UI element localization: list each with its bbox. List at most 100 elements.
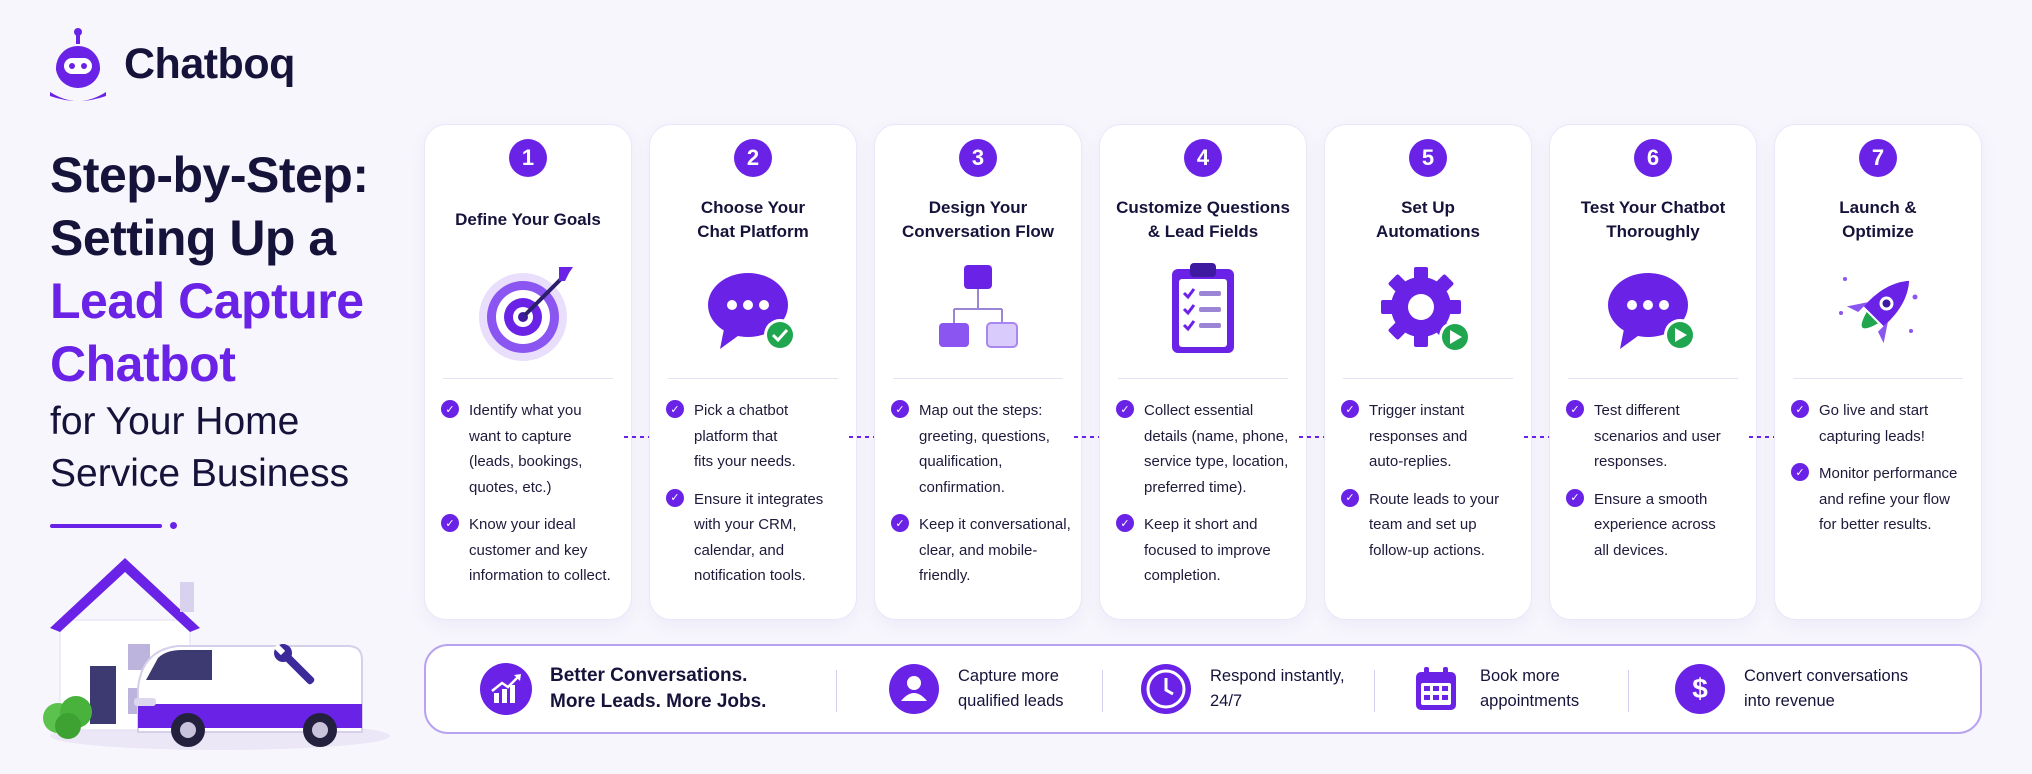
benefit-item: Respond instantly, 24/7	[1140, 646, 1345, 732]
chat-bubble-play-icon	[1608, 273, 1696, 351]
flowchart-icon	[939, 265, 1018, 348]
bush-icon	[43, 696, 92, 739]
dollar-icon: $	[1675, 664, 1725, 714]
list-item: ✓Identify what you want to capture (lead…	[441, 398, 621, 500]
headline-line-5: for Your Home	[50, 400, 300, 443]
benefit-text: Better Conversations. More Leads. More J…	[550, 665, 767, 712]
check-icon: ✓	[1116, 514, 1134, 532]
headline: Step-by-Step: Setting Up a Lead Capture …	[50, 144, 400, 500]
brand: Chatboq	[46, 26, 295, 102]
step-title: Launch & Optimize	[1839, 198, 1917, 241]
card-divider	[1568, 378, 1738, 379]
card-divider	[893, 378, 1063, 379]
check-icon: ✓	[1341, 400, 1359, 418]
step-title: Choose Your Chat Platform	[697, 198, 809, 241]
card-divider	[1343, 378, 1513, 379]
list-item: ✓Pick a chatbot platform that fits your …	[666, 398, 846, 475]
check-icon: ✓	[1566, 488, 1584, 507]
list-item: ✓Go live and start capturing leads!	[1791, 398, 1971, 449]
svg-text:$: $	[1692, 673, 1708, 704]
benefit-item: $ Convert conversations into revenue	[1674, 646, 1908, 732]
step-number-badge: 2	[734, 139, 772, 177]
list-item: ✓Ensure it integrates with your CRM, cal…	[666, 487, 846, 589]
headline-underline-dot	[170, 522, 177, 529]
headline-line-1: Step-by-Step:	[50, 147, 369, 203]
step-title: Define Your Goals	[455, 210, 601, 229]
step-card-5: 5 Set Up Automations ✓Trigger instant re…	[1324, 124, 1532, 620]
benefit-text: Capture more qualified leads	[958, 667, 1064, 710]
card-divider	[1118, 378, 1288, 379]
list-item: ✓Know your ideal customer and key inform…	[441, 512, 621, 589]
headline-line-2: Setting Up a	[50, 210, 336, 266]
headline-underline	[50, 524, 162, 528]
step-bullets: ✓Go live and start capturing leads! ✓Mon…	[1791, 398, 1971, 550]
step-bullets: ✓Collect essential details (name, phone,…	[1116, 398, 1296, 601]
step-title: Test Your Chatbot Thoroughly	[1580, 198, 1726, 241]
growth-chart-icon	[480, 663, 532, 715]
clock-icon	[1141, 664, 1191, 714]
step-card-2: 2 Choose Your Chat Platform ✓Pick a chat…	[649, 124, 857, 620]
headline-line-4: Chatbot	[50, 336, 236, 392]
benefit-text: Respond instantly, 24/7	[1210, 667, 1345, 710]
check-icon: ✓	[441, 514, 459, 532]
list-item: ✓Keep it short and focused to improve co…	[1116, 512, 1296, 589]
chat-bubble-check-icon	[708, 273, 796, 351]
step-card-6: 6 Test Your Chatbot Thoroughly ✓Test dif…	[1549, 124, 1757, 620]
van-icon	[134, 645, 363, 747]
home-service-illustration	[43, 558, 390, 750]
step-card-4: 4 Customize Questions & Lead Fields ✓Col…	[1099, 124, 1307, 620]
step-number-badge: 7	[1859, 139, 1897, 177]
step-number-badge: 1	[509, 139, 547, 177]
step-title: Design Your Conversation Flow	[901, 198, 1055, 241]
benefit-divider	[1628, 670, 1629, 712]
step-card-7: 7 Launch & Optimize ✓Go live and start c…	[1774, 124, 1982, 620]
step-number-badge: 5	[1409, 139, 1447, 177]
step-number-badge: 3	[959, 139, 997, 177]
benefit-divider	[1102, 670, 1103, 712]
check-icon: ✓	[891, 400, 909, 418]
user-icon	[889, 664, 939, 714]
clipboard-checklist-icon	[1172, 263, 1234, 353]
wrench-icon	[273, 643, 315, 685]
benefit-divider	[1374, 670, 1375, 712]
card-divider	[668, 378, 838, 379]
benefit-text: Convert conversations into revenue	[1744, 667, 1909, 710]
check-icon: ✓	[891, 514, 909, 532]
step-bullets: ✓Identify what you want to capture (lead…	[441, 398, 621, 601]
brand-name: Chatboq	[124, 39, 295, 88]
headline-line-6: Service Business	[50, 452, 350, 495]
target-icon	[479, 267, 573, 361]
list-item: ✓Keep it conversational, clear, and mobi…	[891, 512, 1071, 589]
benefit-text: Book more appointments	[1480, 667, 1580, 710]
list-item: ✓Ensure a smooth experience across all d…	[1566, 487, 1746, 564]
list-item: ✓Collect essential details (name, phone,…	[1116, 398, 1296, 500]
list-item: ✓Monitor performance and refine your flo…	[1791, 461, 1971, 538]
check-icon: ✓	[441, 400, 459, 418]
check-icon: ✓	[1116, 400, 1134, 418]
benefit-item: Better Conversations. More Leads. More J…	[480, 646, 766, 732]
list-item: ✓Trigger instant responses and auto-repl…	[1341, 398, 1521, 475]
step-title: Customize Questions & Lead Fields	[1116, 198, 1290, 241]
list-item: ✓Map out the steps: greeting, questions,…	[891, 398, 1071, 500]
step-bullets: ✓Test different scenarios and user respo…	[1566, 398, 1746, 575]
check-icon: ✓	[1341, 488, 1359, 507]
check-icon: ✓	[666, 400, 684, 418]
card-divider	[1793, 378, 1963, 379]
step-card-1: 1 Define Your Goals ✓Identify what you w…	[424, 124, 632, 620]
check-icon: ✓	[1791, 400, 1809, 418]
step-bullets: ✓Pick a chatbot platform that fits your …	[666, 398, 846, 601]
gear-play-icon	[1381, 267, 1471, 353]
card-divider	[443, 378, 613, 379]
check-icon: ✓	[1566, 400, 1584, 418]
benefit-item: Capture more qualified leads	[888, 646, 1064, 732]
benefit-divider	[836, 670, 837, 712]
rocket-icon	[1839, 277, 1918, 344]
step-number-badge: 6	[1634, 139, 1672, 177]
headline-line-3: Lead Capture	[50, 273, 364, 329]
robot-chat-icon	[50, 28, 106, 101]
step-bullets: ✓Map out the steps: greeting, questions,…	[891, 398, 1071, 601]
step-card-3: 3 Design Your Conversation Flow ✓Map out…	[874, 124, 1082, 620]
check-icon: ✓	[1791, 463, 1809, 481]
benefits-bar: Better Conversations. More Leads. More J…	[424, 644, 1982, 734]
step-number-badge: 4	[1184, 139, 1222, 177]
